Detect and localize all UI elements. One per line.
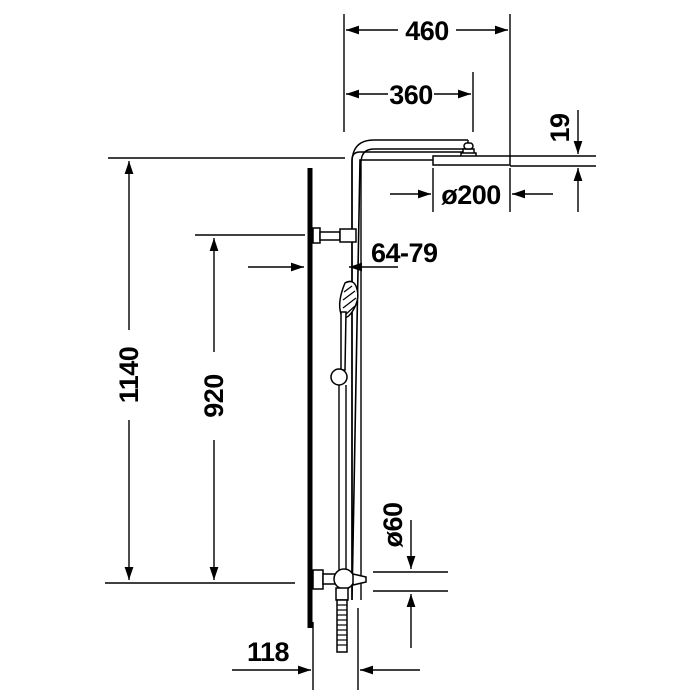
hand-shower-handle [340,311,347,371]
shower-arm [351,139,469,601]
valve-handle [352,573,367,586]
hand-shower-head [338,280,359,319]
slider-ring [330,368,348,386]
upper-wall-bracket [312,227,357,244]
flexible-hose [336,599,348,653]
dimension-bar-height: 920 [195,234,305,580]
bracket-clamp [339,228,357,243]
head-ball-joint [463,142,474,150]
dimension-valve-offset: 118 [232,608,420,690]
dim-label-d60: ø60 [378,502,408,547]
dim-label-460: 460 [405,16,449,46]
dimension-valve-diameter: ø60 [373,502,448,648]
dimension-overall-reach: 460 [343,14,511,156]
overhead-shower-head [432,142,511,166]
dimension-total-height: 1140 [105,157,345,584]
dimension-head-thickness: 19 [510,110,596,212]
dim-label-6479: 64-79 [371,238,438,268]
dim-label-360: 360 [389,80,433,110]
valve-body [333,568,355,590]
head-disc [432,155,511,166]
valve-outlet [335,587,349,601]
dim-label-118: 118 [247,637,290,667]
hose-body [336,599,348,653]
hand-shower [330,280,359,386]
valve-wall-plate [312,569,324,590]
dim-label-19: 19 [545,113,575,143]
dimension-head-diameter: ø200 [390,168,553,212]
dim-label-1140: 1140 [114,347,144,404]
dimension-bar-offset: 64-79 [248,238,439,272]
dim-label-d200: ø200 [441,180,501,210]
bracket-arm [319,231,341,241]
dim-label-920: 920 [199,374,229,418]
bracket-wall-plate [312,227,321,244]
dimension-arm-reach: 360 [346,72,474,132]
thermostatic-mixer-valve [312,568,367,601]
